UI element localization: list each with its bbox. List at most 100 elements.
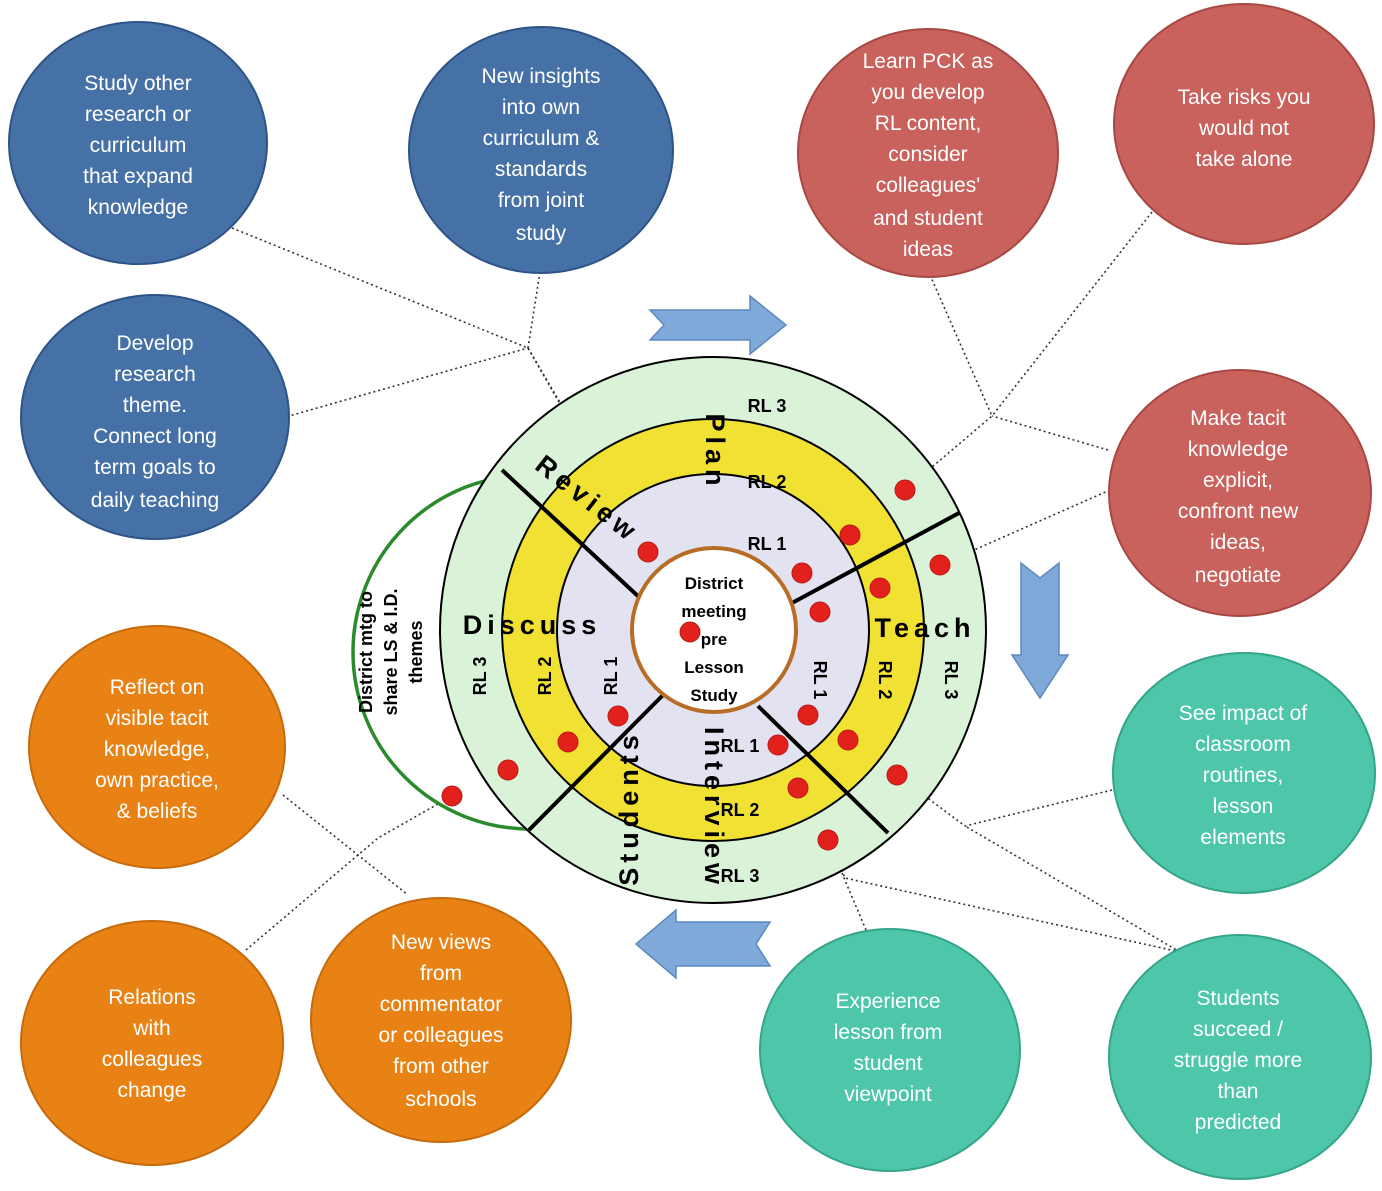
bubble-see-impact-line: elements bbox=[1200, 826, 1285, 849]
bubble-new-views-line: from other bbox=[393, 1055, 489, 1078]
bubble-make-tacit-line: knowledge bbox=[1188, 438, 1288, 461]
bubble-take-risks-line: take alone bbox=[1196, 148, 1293, 171]
district-label: District mtg to share LS & I.D. themes bbox=[356, 588, 426, 715]
bubble-relations-line: change bbox=[118, 1079, 187, 1102]
arrow-down bbox=[1010, 561, 1070, 700]
dot bbox=[557, 731, 579, 753]
dot bbox=[817, 829, 839, 851]
bubble-new-insights-line: into own bbox=[502, 96, 580, 119]
district-line-2: share LS & I.D. bbox=[381, 588, 401, 715]
bubble-study-other-line: that expand bbox=[83, 165, 193, 188]
bubble-students-succeed: Students succeed / struggle more than pr… bbox=[1108, 934, 1372, 1180]
bubble-develop-theme-line: research bbox=[114, 363, 196, 386]
bubble-make-tacit-line: negotiate bbox=[1195, 564, 1281, 587]
dot bbox=[607, 705, 629, 727]
divider-plan-teach bbox=[791, 511, 960, 605]
bubble-new-views-line: commentator bbox=[380, 993, 503, 1016]
connector-take-risks bbox=[991, 211, 1153, 417]
bubble-experience-lesson-line: student bbox=[854, 1052, 923, 1075]
bubble-make-tacit: Make tacit knowledge explicit, confront … bbox=[1108, 369, 1372, 617]
dot bbox=[441, 785, 463, 807]
ring-labels: RL 3 RL 2 RL 1 RL 1 RL 2 RL 3 RL 1 RL 2 … bbox=[470, 396, 961, 886]
bubble-develop-theme-line: daily teaching bbox=[91, 489, 219, 512]
bubble-students-succeed-line: struggle more bbox=[1174, 1049, 1302, 1072]
bubble-see-impact-line: lesson bbox=[1213, 795, 1274, 818]
bubble-new-views-line: New views bbox=[391, 931, 491, 954]
center-label: District meeting pre Lesson Study bbox=[681, 574, 746, 705]
arrow-right bbox=[648, 294, 788, 356]
bubble-new-insights-line: standards bbox=[495, 158, 587, 181]
dots bbox=[441, 479, 951, 851]
dot bbox=[839, 524, 861, 546]
bubble-make-tacit-line: explicit, bbox=[1203, 469, 1273, 492]
rl2-left-label: RL 2 bbox=[535, 657, 555, 696]
bubble-see-impact: See impact of classroom routines, lesson… bbox=[1112, 652, 1376, 894]
rl1-top-label: RL 1 bbox=[748, 534, 787, 554]
bubble-see-impact-line: classroom bbox=[1195, 733, 1291, 756]
rl2-bottom-label: RL 2 bbox=[721, 800, 760, 820]
bubble-students-succeed-line: than bbox=[1218, 1080, 1259, 1103]
dot bbox=[497, 759, 519, 781]
bubble-relations-line: Relations bbox=[108, 986, 196, 1009]
connector-develop-theme bbox=[281, 347, 529, 419]
dot bbox=[797, 704, 819, 726]
phase-teach: Teach bbox=[874, 613, 975, 643]
connector-study-other bbox=[231, 227, 691, 633]
bubble-learn-pck-line: ideas bbox=[903, 238, 953, 261]
phase-plan: Plan bbox=[700, 413, 730, 490]
bubble-develop-theme: Develop research theme. Connect long ter… bbox=[20, 294, 290, 540]
bubble-experience-lesson: Experience lesson from student viewpoint bbox=[759, 928, 1021, 1172]
rl3-bottom-label: RL 3 bbox=[721, 866, 760, 886]
bubble-learn-pck-line: consider bbox=[888, 143, 967, 166]
dot bbox=[869, 577, 891, 599]
bubble-develop-theme-line: Develop bbox=[116, 332, 193, 355]
bubble-take-risks-line: would not bbox=[1198, 117, 1289, 140]
connector-new-insights bbox=[527, 271, 541, 349]
sector-dividers bbox=[500, 468, 960, 835]
dot bbox=[837, 729, 859, 751]
dot bbox=[787, 777, 809, 799]
bubble-new-views-line: schools bbox=[405, 1088, 476, 1111]
phase-discuss: Discuss bbox=[463, 610, 602, 640]
rl3-left-label: RL 3 bbox=[470, 657, 490, 696]
dot bbox=[767, 734, 789, 756]
bubble-learn-pck-line: colleagues' bbox=[876, 174, 980, 197]
dot bbox=[894, 479, 916, 501]
rl2-top-label: RL 2 bbox=[748, 472, 787, 492]
connector-make-tacit-1 bbox=[991, 415, 1109, 451]
bubble-new-views-line: or colleagues bbox=[379, 1024, 504, 1047]
divider-review-discuss bbox=[500, 468, 642, 600]
district-line-1: District mtg to bbox=[356, 591, 376, 713]
district-line-3: themes bbox=[406, 620, 426, 683]
dot bbox=[637, 541, 659, 563]
bubble-reflect-line: & beliefs bbox=[117, 800, 198, 823]
bubble-develop-theme-line: term goals to bbox=[94, 456, 215, 479]
center-circle bbox=[630, 546, 798, 714]
bubble-learn-pck-line: you develop bbox=[871, 81, 984, 104]
bubble-make-tacit-line: confront new bbox=[1178, 500, 1299, 523]
rl1-left-label: RL 1 bbox=[601, 657, 621, 696]
bubble-develop-theme-line: theme. bbox=[123, 394, 187, 417]
arrow-left bbox=[634, 908, 772, 980]
connector-students-succeed bbox=[964, 825, 1181, 953]
bubble-see-impact-line: See impact of bbox=[1179, 702, 1308, 725]
bubble-new-insights-line: curriculum & bbox=[483, 127, 600, 150]
bubble-new-views-line: from bbox=[420, 962, 462, 985]
connector-reflect bbox=[282, 794, 409, 896]
dot bbox=[679, 621, 701, 643]
bubble-students-succeed-line: Students bbox=[1197, 987, 1280, 1010]
bubble-experience-lesson-line: Experience bbox=[835, 990, 940, 1013]
bubble-reflect-line: Reflect on bbox=[110, 676, 205, 699]
bubble-see-impact-line: routines, bbox=[1203, 764, 1284, 787]
bubble-learn-pck: Learn PCK as you develop RL content, con… bbox=[797, 28, 1059, 278]
divider-students-discuss bbox=[527, 691, 667, 832]
bubble-experience-lesson-line: lesson from bbox=[834, 1021, 943, 1044]
bubble-new-insights-line: from joint bbox=[498, 189, 585, 212]
bubble-new-insights: New insights into own curriculum & stand… bbox=[408, 26, 674, 274]
bubble-take-risks-line: Take risks you bbox=[1177, 86, 1310, 109]
bubble-take-risks: Take risks you would not take alone bbox=[1113, 3, 1375, 245]
bubble-study-other-line: research or bbox=[85, 103, 191, 126]
bubble-students-succeed-line: succeed / bbox=[1193, 1018, 1283, 1041]
bubble-relations: Relations with colleagues change bbox=[20, 920, 284, 1166]
